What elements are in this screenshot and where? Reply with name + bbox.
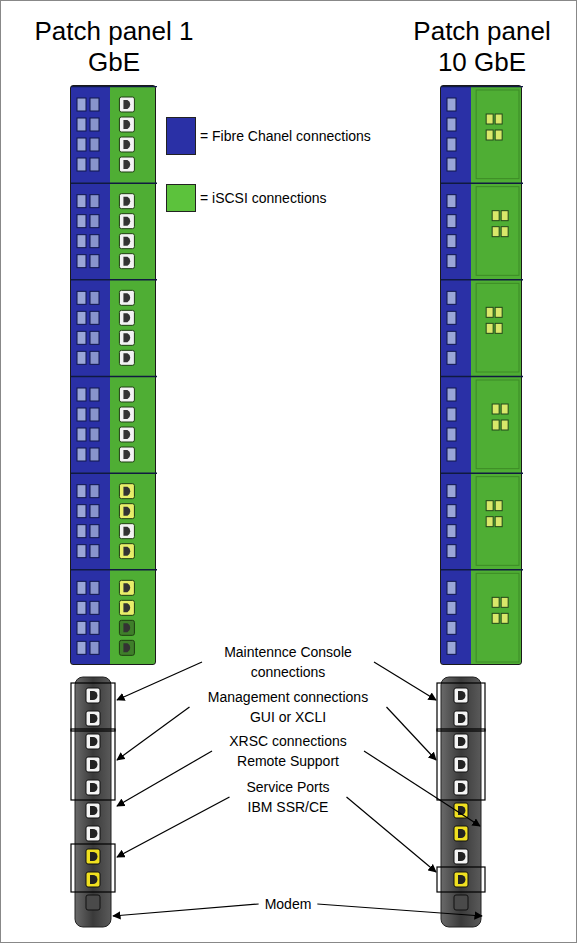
callout-label: Modem: [263, 894, 314, 914]
patch-panel: Patch panel 10 GbE: [440, 85, 522, 665]
panel-ports: [441, 86, 523, 666]
leader-arrow: [117, 662, 202, 700]
leader-lines: [113, 662, 482, 916]
callout-label: XRSC connections Remote Support: [216, 731, 360, 772]
legend-swatch: [166, 117, 196, 155]
leader-arrow: [347, 797, 437, 872]
legend-text: = Fibre Chanel connections: [200, 128, 371, 144]
leader-arrow: [317, 904, 482, 916]
panel-title: Patch panel 1 GbE: [34, 16, 194, 78]
callout-label: Maintennce Console connections: [206, 642, 370, 683]
service-panels: [71, 677, 485, 927]
callout-label: Management connections GUI or XCLI: [194, 687, 383, 728]
leader-arrow: [364, 751, 480, 826]
panel-title: Patch panel 10 GbE: [402, 16, 562, 78]
panel-ports: [71, 86, 157, 666]
leader-arrow: [113, 904, 259, 916]
legend-text: = iSCSI connections: [200, 190, 326, 206]
leader-arrow: [117, 707, 190, 760]
leader-arrow: [387, 707, 437, 760]
callout-label: Service Ports IBM SSR/CE: [234, 777, 343, 818]
patch-panel: Patch panel 1 GbE: [70, 85, 156, 665]
leader-arrow: [117, 797, 230, 857]
leader-arrow: [374, 662, 436, 700]
legend-swatch: [166, 184, 196, 212]
leader-arrow: [117, 751, 212, 806]
